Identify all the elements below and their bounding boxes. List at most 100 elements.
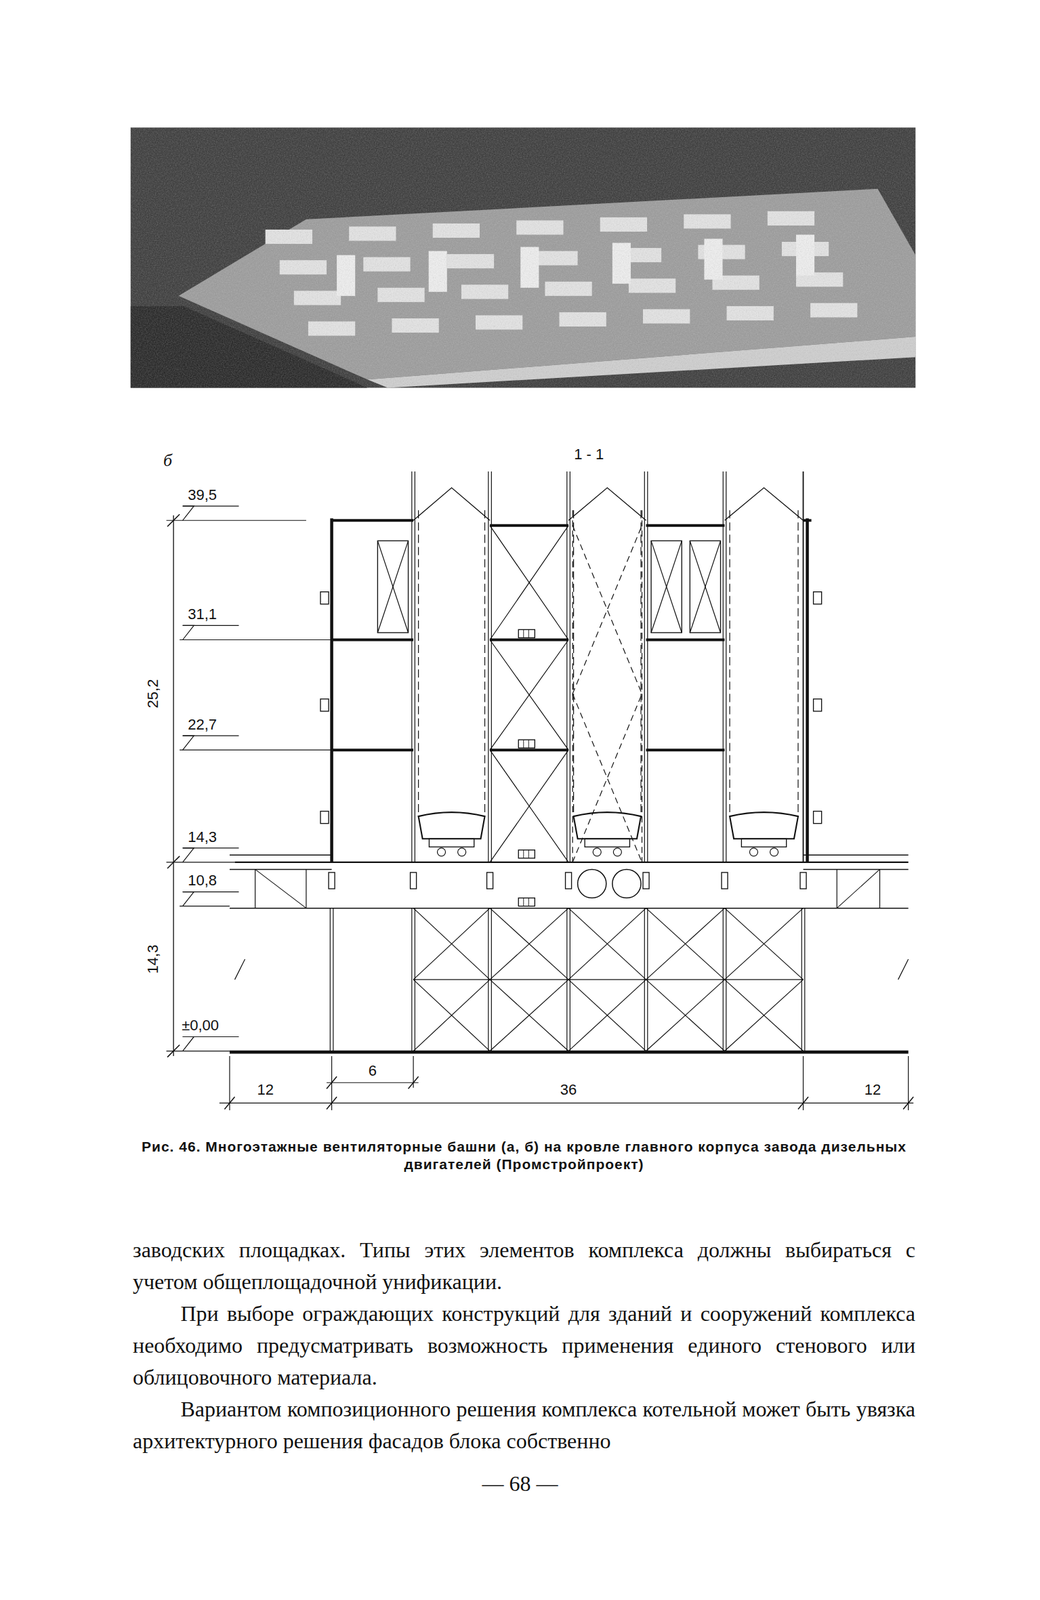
figure-caption: Рис. 46. Многоэтажные вентиляторные башн…	[132, 1138, 916, 1174]
tower-column	[725, 471, 727, 863]
tower-wall	[329, 518, 334, 863]
fan-motor	[613, 848, 622, 857]
truss-diagonal	[255, 869, 307, 908]
photo-ground	[130, 127, 916, 388]
shaft-wall	[797, 510, 799, 817]
tower-floor	[489, 638, 569, 642]
duct-circle	[612, 869, 641, 898]
shaft-wall	[729, 510, 730, 817]
window-panel	[651, 540, 682, 633]
lower-bracing	[646, 908, 725, 980]
column-joint	[328, 872, 335, 889]
lower-bracing	[489, 979, 569, 1051]
break-mark	[234, 959, 245, 980]
tower-column	[802, 471, 805, 863]
dimension: 14,3	[145, 945, 161, 975]
fan-housing	[729, 812, 799, 839]
window-panel	[689, 540, 721, 633]
grille-symbol	[518, 898, 535, 907]
tower-floor	[646, 638, 725, 642]
lower-bracing	[724, 979, 804, 1051]
level-marker	[182, 892, 195, 907]
parapet	[229, 855, 332, 857]
tower-column	[647, 471, 648, 863]
parapet	[803, 855, 909, 857]
shaft-wall	[484, 510, 486, 817]
bracing-strut	[568, 979, 646, 981]
lower-bracing	[724, 979, 804, 1051]
paragraph: заводских площадках. Типы этих элементов…	[132, 1234, 916, 1299]
extension-line	[166, 1050, 230, 1052]
lower-bracing	[724, 908, 804, 980]
wall-bracket	[813, 811, 822, 824]
shaft-wall	[571, 510, 573, 863]
extension-line	[166, 861, 236, 863]
dashed-bracing	[572, 693, 642, 863]
truss-post	[879, 869, 881, 908]
tower-roof	[331, 518, 414, 522]
level-marker	[182, 848, 195, 863]
bracing-strut	[724, 979, 804, 981]
body-text: заводских площадках. Типы этих элементов…	[132, 1234, 916, 1458]
extension-line	[179, 639, 332, 641]
fan-base	[741, 838, 786, 847]
tower-floor	[489, 524, 569, 528]
grille-symbol	[528, 629, 530, 638]
lower-bracing	[568, 979, 646, 1051]
bracing-strut	[646, 979, 725, 981]
photo-grain	[130, 127, 916, 388]
level-mark: 39,5	[187, 487, 217, 503]
lower-bracing	[413, 908, 490, 980]
column-joint	[721, 872, 728, 889]
section-drawing	[166, 471, 914, 1111]
grille-symbol	[523, 629, 524, 638]
tower-floor	[646, 524, 725, 528]
paragraph: При выборе ограждающих конструкций для з…	[132, 1298, 916, 1394]
paragraph: Вариантом композиционного решения компле…	[132, 1393, 916, 1458]
grille-symbol	[528, 898, 530, 907]
wall-bracket	[320, 699, 329, 712]
lower-bracing	[646, 908, 725, 980]
grille-symbol	[523, 739, 524, 748]
lower-bracing	[413, 979, 490, 1051]
column	[411, 908, 412, 1052]
level-marker	[182, 735, 195, 751]
dashed-bracing	[572, 525, 642, 695]
column-joint	[487, 872, 494, 889]
tower-column	[491, 471, 492, 863]
dimension: 25,2	[145, 679, 161, 709]
fan-base	[428, 838, 474, 847]
lower-bracing	[646, 979, 725, 1051]
dimension-tick	[326, 1096, 337, 1110]
dashed-bracing	[572, 525, 642, 695]
column-joint	[642, 872, 650, 889]
grille-symbol	[523, 898, 524, 907]
tower-column	[566, 471, 568, 863]
level-marker	[182, 506, 195, 521]
window-panel	[689, 540, 721, 633]
level-mark: 14,3	[187, 829, 217, 845]
level-mark: ±0,00	[181, 1018, 219, 1034]
level-mark: 10,8	[187, 873, 217, 889]
fan-housing	[418, 812, 486, 839]
tower-floor	[331, 748, 414, 752]
tower-bracing	[489, 750, 569, 863]
tower-floor	[489, 748, 569, 752]
level-mark: 22,7	[187, 717, 217, 733]
extension-line	[179, 750, 332, 751]
wall-bracket	[813, 592, 822, 605]
shaft-wall	[573, 510, 574, 817]
duct-circle	[577, 869, 607, 898]
tower-column	[722, 471, 724, 863]
dimension-line	[219, 1103, 914, 1104]
level-marker	[182, 1036, 195, 1051]
truss-post	[305, 869, 307, 908]
dimension: 12	[864, 1082, 881, 1098]
truss-post	[254, 869, 256, 908]
section-mark: 1 - 1	[573, 447, 604, 463]
fan-motor	[770, 848, 779, 857]
lower-bracing	[568, 908, 646, 980]
column-joint	[410, 872, 417, 889]
tower-bracing	[489, 525, 569, 641]
